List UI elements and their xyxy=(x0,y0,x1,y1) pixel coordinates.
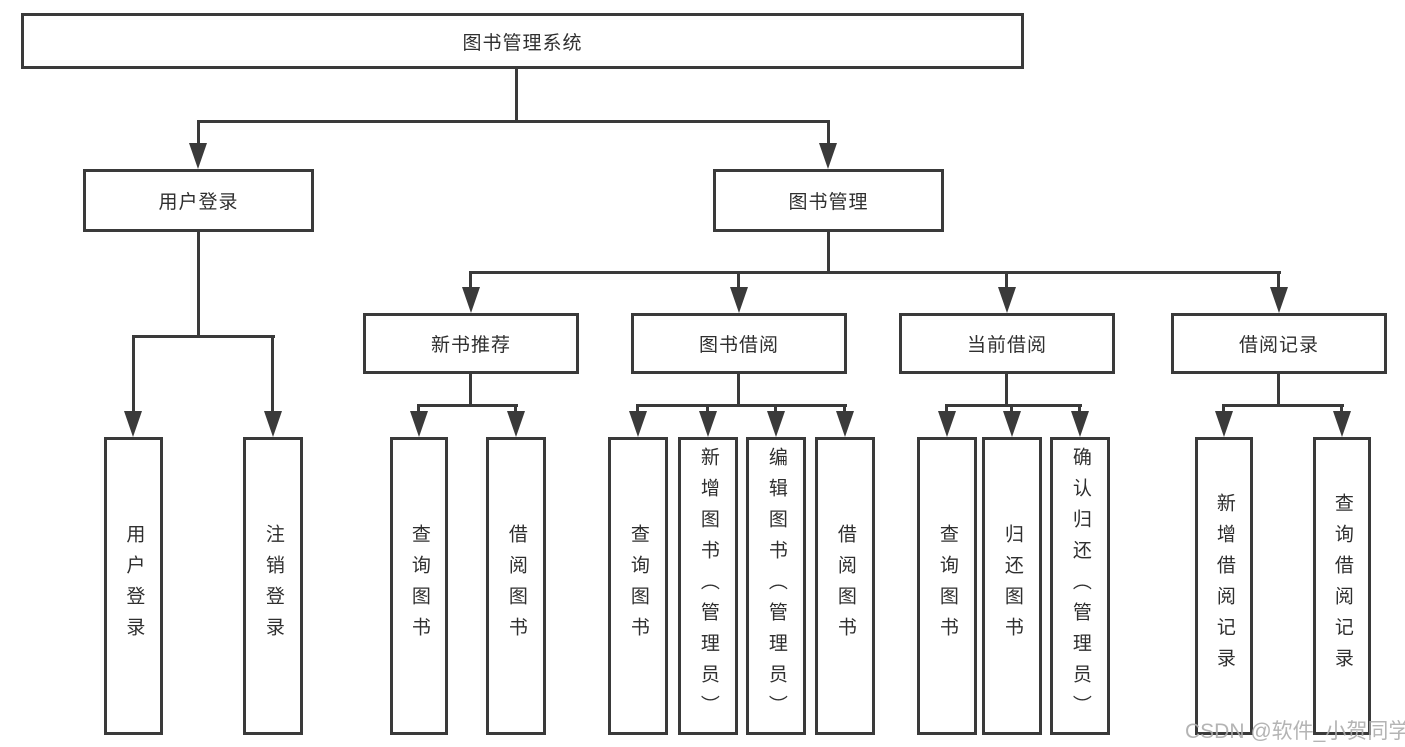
arrow-down-icon xyxy=(767,411,785,437)
node-label: 图书管理系统 xyxy=(462,32,583,54)
node-label: 用户登录 xyxy=(158,192,239,213)
csdn-watermark: CSDN @软件_小贺同学 xyxy=(1185,720,1405,743)
node-label: 新增图书（管理员） xyxy=(697,446,719,726)
node-label: 归还图书 xyxy=(1001,524,1023,648)
connector-drop xyxy=(132,336,135,414)
node-new-book-recommend: 新书推荐 xyxy=(363,313,579,374)
connector-bus xyxy=(132,335,275,338)
node-label: 查询图书 xyxy=(627,524,649,648)
connector-drop xyxy=(827,121,830,146)
node-label: 图书管理 xyxy=(788,192,869,213)
connector-drop xyxy=(197,121,200,146)
arrow-down-icon xyxy=(998,287,1016,313)
arrow-down-icon xyxy=(1333,411,1351,437)
arrow-down-icon xyxy=(1215,411,1233,437)
connector-drop xyxy=(1078,405,1081,414)
leaf-return-book: 归还图书 xyxy=(982,437,1042,735)
node-label: 当前借阅 xyxy=(966,335,1047,356)
node-label: 查询图书 xyxy=(936,524,958,648)
leaf-confirm-return-admin: 确认归还（管理员） xyxy=(1050,437,1110,735)
leaf-borrow-books: 借阅图书 xyxy=(815,437,875,735)
node-label: 查询图书 xyxy=(408,524,430,648)
connector-drop xyxy=(417,405,420,414)
connector-drop xyxy=(514,405,517,414)
connector-drop xyxy=(271,336,274,414)
connector-root-stub xyxy=(515,69,518,122)
arrow-down-icon xyxy=(699,411,717,437)
connector-drop xyxy=(843,405,846,414)
node-root-system: 图书管理系统 xyxy=(21,13,1024,69)
connector-drop xyxy=(737,272,740,290)
arrow-down-icon xyxy=(507,411,525,437)
connector-stub xyxy=(469,374,472,407)
node-label: 新书推荐 xyxy=(430,335,511,356)
connector-stub xyxy=(1277,374,1280,407)
arrow-down-icon xyxy=(462,287,480,313)
leaf-query-books-current: 查询图书 xyxy=(917,437,977,735)
arrow-down-icon xyxy=(629,411,647,437)
connector-bus xyxy=(1222,404,1344,407)
leaf-add-book-admin: 新增图书（管理员） xyxy=(678,437,738,735)
node-label: 确认归还（管理员） xyxy=(1069,446,1091,726)
connector-drop xyxy=(1010,405,1013,414)
connector-drop xyxy=(1277,272,1280,290)
leaf-query-books-borrow: 查询图书 xyxy=(608,437,668,735)
leaf-logout: 注销登录 xyxy=(243,437,303,735)
leaf-query-books-recommend: 查询图书 xyxy=(390,437,448,735)
node-book-borrow: 图书借阅 xyxy=(631,313,847,374)
connector-stub xyxy=(197,232,200,336)
connector-drop xyxy=(706,405,709,414)
arrow-down-icon xyxy=(264,411,282,437)
connector-stub xyxy=(1005,374,1008,407)
connector-bus xyxy=(636,404,847,407)
arrow-down-icon xyxy=(938,411,956,437)
arrow-down-icon xyxy=(410,411,428,437)
arrow-down-icon xyxy=(124,411,142,437)
node-label: 新增借阅记录 xyxy=(1213,493,1235,679)
connector-drop xyxy=(1340,405,1343,414)
connector-drop xyxy=(774,405,777,414)
arrow-down-icon xyxy=(730,287,748,313)
connector-bus xyxy=(469,271,1281,274)
node-user-login-group: 用户登录 xyxy=(83,169,314,232)
node-label: 用户登录 xyxy=(123,524,145,648)
leaf-add-borrow-record: 新增借阅记录 xyxy=(1195,437,1253,735)
node-label: 编辑图书（管理员） xyxy=(765,446,787,726)
node-book-management: 图书管理 xyxy=(713,169,944,232)
arrow-down-icon xyxy=(1003,411,1021,437)
node-label: 查询借阅记录 xyxy=(1331,493,1353,679)
connector-bus xyxy=(945,404,1082,407)
node-label: 借阅记录 xyxy=(1238,335,1319,356)
node-label: 借阅图书 xyxy=(834,524,856,648)
arrow-down-icon xyxy=(1270,287,1288,313)
node-borrow-records: 借阅记录 xyxy=(1171,313,1387,374)
arrow-down-icon xyxy=(189,143,207,169)
arrow-down-icon xyxy=(1071,411,1089,437)
arrow-down-icon xyxy=(819,143,837,169)
connector-l1-bus xyxy=(197,120,830,123)
leaf-query-borrow-record: 查询借阅记录 xyxy=(1313,437,1371,735)
connector-drop xyxy=(636,405,639,414)
leaf-user-login: 用户登录 xyxy=(104,437,163,735)
connector-drop xyxy=(945,405,948,414)
node-label: 注销登录 xyxy=(262,524,284,648)
connector-bus xyxy=(417,404,518,407)
connector-drop xyxy=(1005,272,1008,290)
connector-stub xyxy=(827,232,830,274)
connector-stub xyxy=(737,374,740,407)
connector-drop xyxy=(1222,405,1225,414)
leaf-edit-book-admin: 编辑图书（管理员） xyxy=(746,437,806,735)
arrow-down-icon xyxy=(836,411,854,437)
connector-drop xyxy=(469,272,472,290)
node-label: 借阅图书 xyxy=(505,524,527,648)
node-label: 图书借阅 xyxy=(698,335,779,356)
node-current-borrow: 当前借阅 xyxy=(899,313,1115,374)
leaf-borrow-books-recommend: 借阅图书 xyxy=(486,437,546,735)
